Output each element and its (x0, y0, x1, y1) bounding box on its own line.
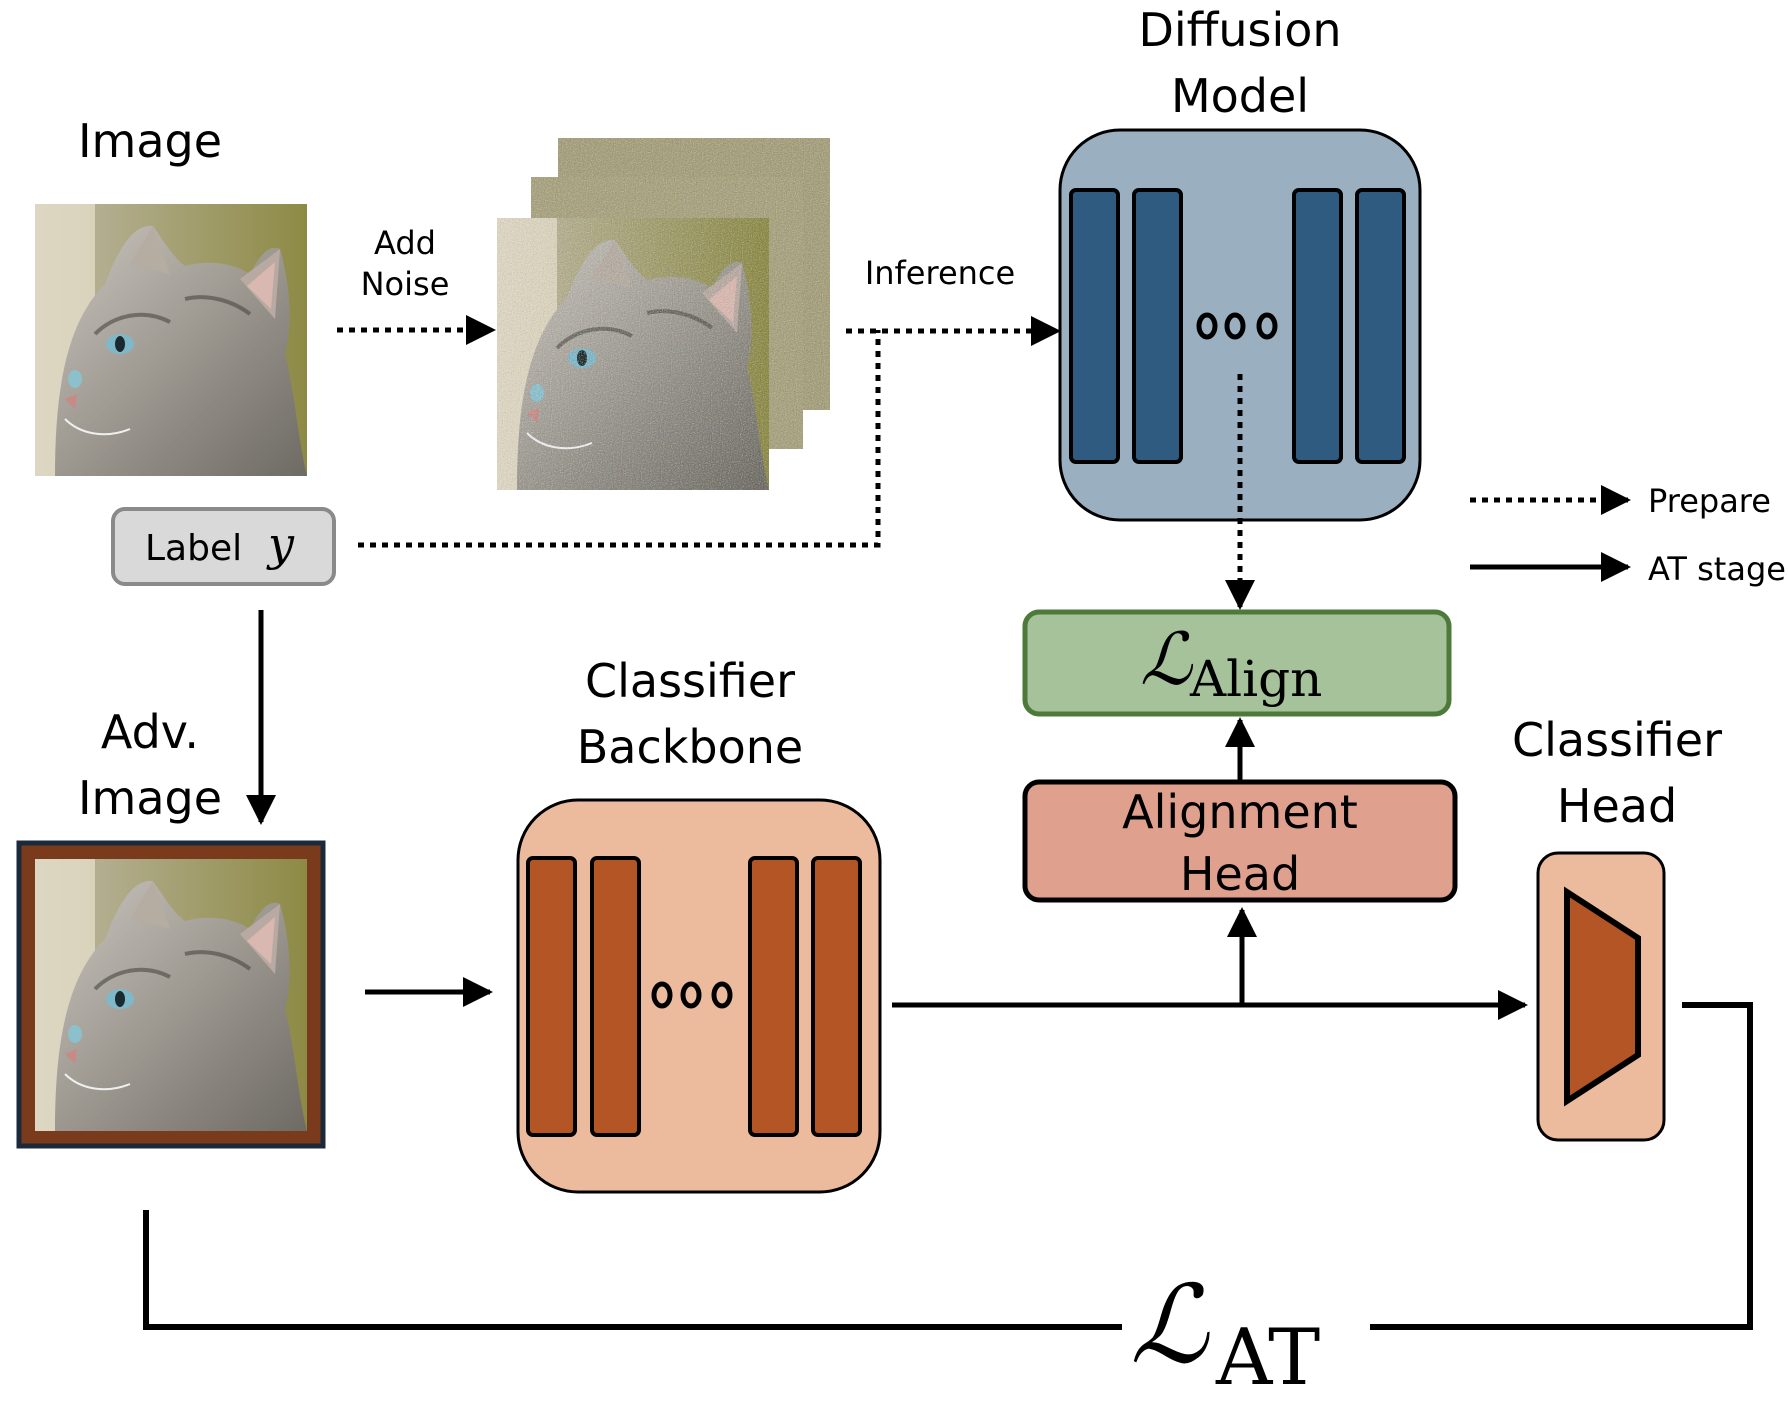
alignment-head-label-line2: Head (1180, 847, 1300, 901)
backbone-layer-block (811, 856, 862, 1137)
diffusion-layer-block (1132, 188, 1183, 464)
diffusion-title-line1: Diffusion (1138, 3, 1341, 57)
align-loss-box: ℒ Align (1022, 609, 1452, 717)
label-to-inference-connector (358, 330, 881, 548)
label-box: Label y (111, 507, 336, 586)
add-noise-label-line2: Noise (361, 265, 450, 303)
label-variable: y (266, 517, 295, 571)
diffusion-title-line2: Model (1171, 69, 1309, 123)
alignment-head-box: Alignment Head (1022, 779, 1458, 903)
at-loss-loop-left (143, 1210, 1122, 1330)
backbone-layer-block (526, 856, 577, 1137)
adv-image-title-line2: Image (78, 771, 222, 825)
align-loss-symbol: ℒ (1140, 617, 1194, 701)
at-loss-loop-right (1370, 1002, 1753, 1330)
at-loss-label: ℒ AT (1130, 1263, 1320, 1403)
noisy-cat-stack-icon (495, 138, 830, 492)
backbone-title-line1: Classifier (585, 654, 795, 708)
inference-label: Inference (865, 254, 1015, 292)
cat-photo-icon (33, 202, 309, 478)
adv-image-title-line1: Adv. (101, 705, 199, 759)
classifier-head-title-line2: Head (1557, 779, 1677, 833)
at-loss-subscript: AT (1215, 1313, 1320, 1403)
ellipsis-icon (651, 981, 733, 1009)
image-title: Image (78, 114, 222, 168)
adversarial-cat-photo-icon (16, 840, 326, 1149)
diffusion-model-box (1058, 128, 1422, 522)
backbone-layer-block (590, 856, 641, 1137)
classifier-head-box (1536, 851, 1666, 1142)
legend-prepare-label: Prepare (1648, 482, 1771, 520)
at-loss-symbol: ℒ (1130, 1263, 1210, 1388)
legend: Prepare AT stage (1470, 482, 1786, 588)
legend-at-label: AT stage (1648, 550, 1786, 588)
classifier-head-trapezoid (1564, 886, 1641, 1107)
backbone-layer-block (748, 856, 799, 1137)
label-text: Label (145, 528, 242, 569)
ellipsis-icon (1196, 312, 1278, 340)
alignment-head-label-line1: Alignment (1122, 785, 1358, 839)
diffusion-layer-block (1355, 188, 1406, 464)
diffusion-layer-block (1292, 188, 1343, 464)
add-noise-label-line1: Add (374, 224, 436, 262)
diffusion-layer-block (1069, 188, 1120, 464)
backbone-title-line2: Backbone (577, 720, 803, 774)
classifier-backbone-box (516, 798, 882, 1194)
classifier-head-title-line1: Classifier (1512, 713, 1722, 767)
align-loss-subscript: Align (1189, 650, 1322, 708)
